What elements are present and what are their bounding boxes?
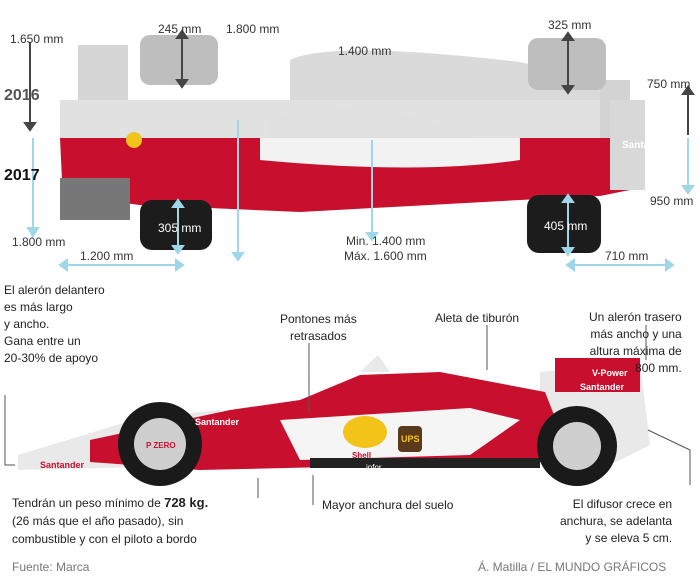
logo-santander-rear: Santander — [580, 382, 625, 392]
dim-width-710: 710 mm — [605, 249, 649, 263]
dimension-arrows-2017 — [26, 120, 695, 272]
dim-width-405: 405 mm — [544, 219, 588, 233]
weight-value: 728 kg. — [164, 495, 209, 510]
rear-wing-note: Un alerón trasero más ancho y una altura… — [589, 310, 682, 375]
logo-santander-front: Santander — [40, 460, 85, 470]
shark-fin-note: Aleta de tiburón — [435, 311, 520, 325]
dim-height-1650: 1.650 mm — [10, 32, 64, 46]
year-2017-label: 2017 — [4, 167, 40, 184]
weight-note: Tendrán un peso mínimo de 728 kg. (26 má… — [12, 495, 209, 546]
sidepods-note: Pontones más retrasados — [280, 312, 357, 343]
floor-note: Mayor anchura del suelo — [322, 498, 454, 512]
dim-width-305: 305 mm — [158, 221, 202, 235]
dim-width-750: 750 mm — [647, 77, 691, 91]
source-label: Fuente: Marca — [12, 560, 90, 574]
logo-santander-top: Santander — [622, 140, 671, 151]
credit-label: Á. Matilla / EL MUNDO GRÁFICOS — [478, 560, 667, 574]
dim-height-1800-top: 1.800 mm — [226, 22, 280, 36]
year-2016-label: 2016 — [4, 87, 40, 104]
diffuser-note: El difusor crece en anchura, se adelanta… — [560, 497, 673, 545]
logo-santander-nose: Santander — [195, 417, 240, 427]
logo-ups: UPS — [401, 434, 420, 444]
logo-infor: infor — [366, 463, 382, 472]
dim-width-1200: 1.200 mm — [80, 249, 134, 263]
logo-vpower: V-Power — [592, 368, 628, 378]
front-wing-note: El alerón delantero es más largo y ancho… — [4, 283, 105, 365]
logo-pirelli: P ZERO — [146, 441, 176, 450]
dim-min-1400: Min. 1.400 mm — [346, 234, 426, 248]
dim-height-1400: 1.400 mm — [338, 44, 392, 58]
dim-width-245: 245 mm — [158, 22, 202, 36]
car-side-red — [90, 355, 640, 486]
dimension-arrows-2016 — [23, 29, 695, 135]
logo-shell: Shell — [352, 451, 372, 460]
dim-width-950: 950 mm — [650, 194, 694, 208]
dim-width-325: 325 mm — [548, 18, 592, 32]
dim-max-1600: Máx. 1.600 mm — [344, 249, 427, 263]
dim-height-1800-left: 1.800 mm — [12, 235, 66, 249]
car-2017-red — [60, 100, 645, 253]
leader-lines — [4, 325, 691, 505]
